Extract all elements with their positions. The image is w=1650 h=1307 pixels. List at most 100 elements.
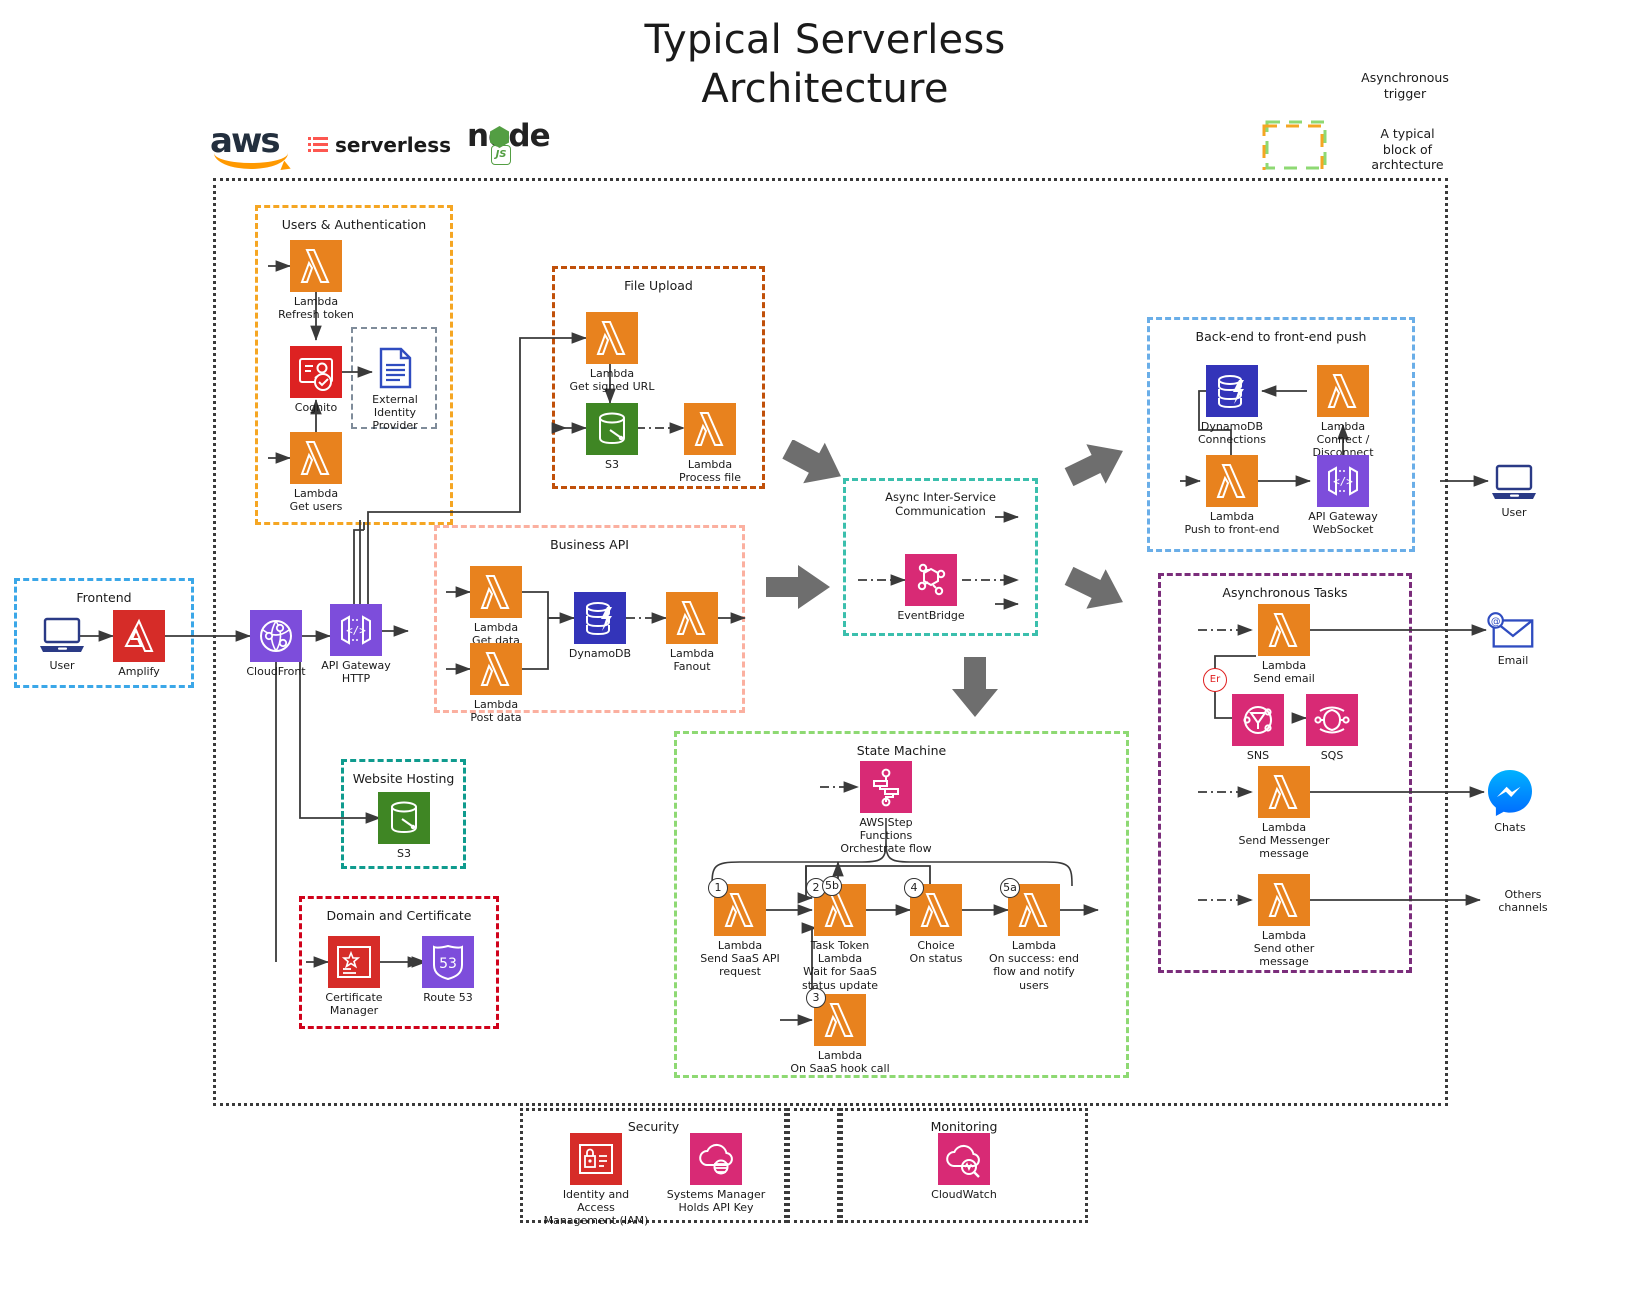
node-lambda-send-other[interactable]: Lambda Send other message (1254, 874, 1314, 968)
node-apigw-ws-label: API Gateway WebSocket (1277, 510, 1409, 536)
node-lambda-connect-disconnect[interactable]: Lambda Connect / Disconnect (1312, 365, 1374, 459)
group-api-title: Business API (550, 537, 629, 552)
badge-step-3: 3 (806, 988, 826, 1008)
node-dynamodb[interactable]: DynamoDB (569, 592, 631, 660)
monitoring-frame: Monitoring (840, 1108, 1088, 1223)
node-api-gateway-websocket[interactable]: </> API Gateway WebSocket (1308, 455, 1378, 536)
node-lambda-fanout-label: Lambda Fanout (626, 647, 758, 673)
node-end-user[interactable]: User (1488, 460, 1540, 519)
node-lambda-get-data[interactable]: Lambda Get data (470, 566, 522, 647)
group-file-title: File Upload (624, 278, 693, 293)
lbl-l1: Lambda (293, 487, 339, 500)
node-cloudfront[interactable]: CloudFront (246, 610, 306, 678)
node-eventbridge[interactable]: EventBridge (897, 554, 965, 622)
node-s3-website-label: S3 (397, 847, 411, 860)
lbl-l1: DynamoDB (1200, 420, 1264, 433)
node-s3-upload[interactable]: S3 (586, 403, 638, 471)
lbl-l3: Orchestrate flow (840, 842, 932, 856)
legend-async-arrow-icon (1262, 78, 1334, 80)
node-sm-hook-label: Lambda On SaaS hook call (774, 1049, 906, 1075)
lbl-l3: message (1259, 847, 1309, 861)
lbl-l1: Lambda (473, 621, 519, 634)
node-frontend-user[interactable]: User (36, 613, 88, 672)
badge-step-5a: 5a (1000, 878, 1020, 898)
legend-block-icon (1262, 120, 1327, 170)
node-lambda-refresh-token[interactable]: Lambda Refresh token (278, 240, 354, 321)
node-lambda-fanout[interactable]: Lambda Fanout (666, 592, 718, 673)
node-lambda-post-data-label: Lambda Post data (430, 698, 562, 724)
node-cloudwatch[interactable]: CloudWatch (931, 1133, 997, 1201)
lbl-l3: Wait for SaaS (803, 965, 877, 979)
node-idp-label: External Identity Provider (329, 393, 461, 433)
node-certificate-manager[interactable]: Certificate Manager (325, 936, 383, 1017)
group-tasks-title: Asynchronous Tasks (1222, 585, 1348, 600)
lbl-l2: channels (1498, 901, 1548, 915)
node-email-label: Email (1497, 654, 1529, 667)
node-sm-lambda-on-saas-hook[interactable]: Lambda On SaaS hook call (790, 994, 890, 1075)
lbl-l1: Others (1504, 888, 1542, 901)
node-lambda-process-file-label: Lambda Process file (644, 458, 776, 484)
security-frame-spacer (787, 1108, 840, 1223)
lbl-l2: Functions (859, 829, 913, 843)
lbl-l2: Post data (470, 711, 522, 725)
node-others-channels-label: Others channels (1478, 888, 1568, 914)
lbl-l1: Lambda (817, 1049, 863, 1062)
svg-text:</>: </> (346, 624, 366, 637)
lbl-l2: Identity (373, 406, 417, 420)
node-s3-website[interactable]: S3 (378, 792, 430, 860)
lbl-l1: AWS Step (859, 816, 913, 829)
group-asynchronous-tasks: Asynchronous Tasks (1158, 573, 1412, 973)
group-web-title: Website Hosting (352, 771, 455, 786)
node-lambda-push-to-frontend[interactable]: Lambda Push to front-end (1184, 455, 1280, 536)
legend-block-l2: block of (1382, 141, 1433, 157)
group-backend-title: Back-end to front-end push (1195, 329, 1367, 344)
node-sns-label: SNS (1246, 749, 1270, 762)
node-email[interactable]: @ Email (1486, 612, 1540, 667)
legend-block-label: A typical block of archtecture (1350, 126, 1465, 173)
lbl-l1: Lambda (669, 647, 715, 660)
node-cognito-label: Cognito (294, 401, 338, 414)
node-systems-manager[interactable]: Systems Manager Holds API Key (667, 1133, 765, 1214)
group-users-title: Users & Authentication (281, 217, 427, 232)
lbl-l2: Access (577, 1201, 615, 1215)
node-iam[interactable]: Identity and Access Management (IAM) (544, 1133, 648, 1227)
nodejs-logo-icon: node JS (467, 118, 557, 168)
error-badge: Er (1203, 668, 1227, 692)
node-sqs[interactable]: SQS (1306, 694, 1358, 762)
node-route53[interactable]: 53 Route 53 (422, 936, 474, 1004)
group-domain-title: Domain and Certificate (326, 908, 472, 923)
lbl-l1: Lambda (293, 295, 339, 308)
node-certificate-manager-label: Certificate Manager (288, 991, 420, 1017)
node-dynamodb-connections[interactable]: DynamoDB Connections (1198, 365, 1266, 446)
node-lambda-send-email[interactable]: Lambda Send email (1253, 604, 1315, 685)
node-sqs-label: SQS (1320, 749, 1344, 762)
node-external-identity-provider[interactable]: External Identity Provider (372, 345, 418, 432)
group-domain-certificate: Domain and Certificate (299, 896, 499, 1029)
node-chats[interactable]: Chats (1484, 766, 1536, 834)
serverless-logo-icon: serverless (308, 133, 451, 157)
node-route53-label: Route 53 (423, 991, 473, 1004)
svg-text:@: @ (1491, 616, 1501, 627)
node-lambda-process-file[interactable]: Lambda Process file (679, 403, 741, 484)
svg-text:</>: </> (1333, 475, 1353, 488)
email-icon: @ (1487, 612, 1534, 648)
lbl-l4: status update (801, 978, 879, 992)
flow-arrow-to-async-tasks (1064, 566, 1123, 609)
group-frontend: Frontend (14, 578, 194, 688)
node-api-gateway-http[interactable]: </> API Gateway HTTP (321, 604, 391, 685)
security-title: Security (627, 1119, 680, 1134)
node-amplify[interactable]: Amplify (113, 610, 165, 678)
node-cognito[interactable]: Cognito (290, 346, 342, 414)
node-js-badge: JS (491, 145, 512, 165)
legend-async-label: Asynchronous trigger (1345, 70, 1465, 101)
node-lambda-get-users[interactable]: Lambda Get users (290, 432, 342, 513)
messenger-icon (1488, 770, 1532, 816)
node-aws-step-functions[interactable]: AWS Step Functions Orchestrate flow (840, 761, 932, 855)
flow-arrow-to-backend-push (1064, 444, 1123, 487)
node-lambda-get-signed-url[interactable]: Lambda Get signed URL (570, 312, 654, 393)
node-hexagon-icon (490, 126, 510, 148)
node-lambda-post-data[interactable]: Lambda Post data (470, 643, 522, 724)
node-lambda-send-messenger[interactable]: Lambda Send Messenger message (1239, 766, 1329, 860)
node-sns[interactable]: SNS (1232, 694, 1284, 762)
lbl-l2: Connections (1198, 433, 1266, 447)
